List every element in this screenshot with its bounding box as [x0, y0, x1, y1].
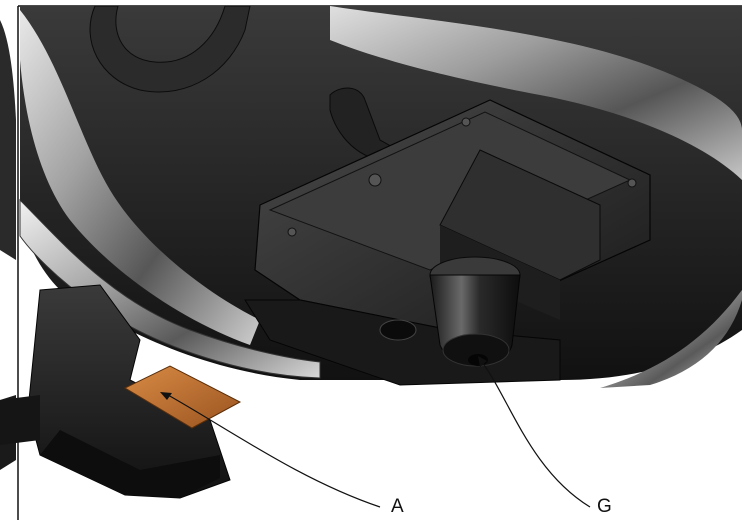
seat-shell-right: [600, 290, 742, 388]
leader-arrow-a: [160, 392, 172, 400]
housing-hole: [379, 319, 417, 341]
cylinder-base: [442, 333, 510, 367]
left-arm-part: [0, 395, 40, 445]
pad-part-a: [123, 365, 242, 429]
mounting-bracket: [439, 149, 601, 281]
callout-label-a: A: [391, 496, 404, 517]
screw: [287, 227, 297, 237]
base-leg-foot: [40, 430, 220, 498]
leader-line-g: [481, 361, 591, 508]
screw: [368, 173, 382, 187]
left-edge-part: [0, 20, 16, 260]
armrest-loop: [89, 5, 251, 93]
seat-shell-top-right: [330, 6, 742, 180]
leader-arrow-g: [478, 356, 487, 367]
leader-line-a: [167, 394, 381, 508]
screw: [627, 178, 637, 188]
seat-shell-left: [20, 10, 260, 345]
callout-label-g: G: [597, 496, 612, 517]
screw: [461, 117, 471, 127]
